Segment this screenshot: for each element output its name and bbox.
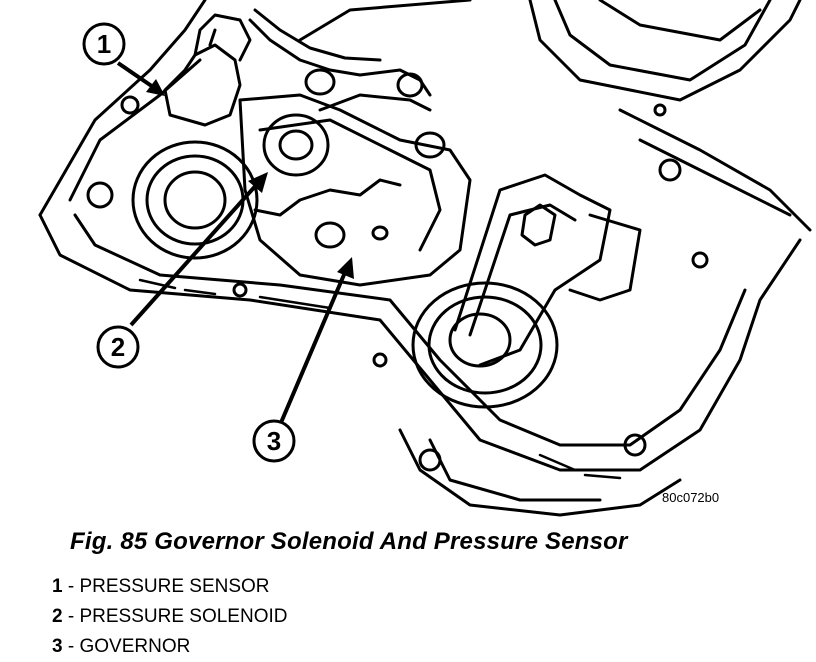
legend-item: 3 - GOVERNOR	[52, 632, 287, 662]
case-ribs	[138, 278, 622, 480]
callout-legend: 1 - PRESSURE SENSOR 2 - PRESSURE SOLENOI…	[52, 572, 287, 662]
pressure-sensor-connector	[163, 13, 252, 127]
case-bolt-holes	[86, 95, 709, 472]
legend-number: 2	[52, 606, 63, 627]
figure-caption: Fig. 85 Governor Solenoid And Pressure S…	[70, 528, 628, 555]
legend-separator: -	[62, 636, 80, 657]
legend-item: 1 - PRESSURE SENSOR	[52, 572, 287, 602]
legend-label: PRESSURE SOLENOID	[79, 606, 288, 627]
right-drum	[411, 281, 559, 409]
callout-number: 2	[111, 332, 125, 362]
leader-arrow-2	[129, 172, 268, 327]
legend-separator: -	[62, 576, 80, 597]
left-drum	[131, 140, 259, 260]
callout-1: 1	[82, 22, 126, 66]
legend-label: PRESSURE SENSOR	[79, 576, 270, 597]
callout-number: 1	[97, 29, 111, 59]
legend-number: 1	[52, 576, 63, 597]
governor-assembly-illustration: 1 2 3 80c072b0	[38, 0, 812, 517]
callout-2: 2	[96, 325, 140, 369]
upper-cover	[298, 0, 812, 232]
callout-number: 3	[267, 426, 281, 456]
leader-arrow-3	[278, 257, 354, 426]
leader-arrows	[116, 61, 354, 426]
legend-label: GOVERNOR	[79, 636, 191, 657]
callout-3: 3	[252, 419, 296, 463]
legend-separator: -	[62, 606, 80, 627]
support-bracket	[453, 173, 642, 367]
leader-arrow-1	[116, 61, 165, 96]
wiring-harness	[248, 8, 432, 98]
figure-code: 80c072b0	[662, 490, 719, 505]
legend-number: 3	[52, 636, 63, 657]
legend-item: 2 - PRESSURE SOLENOID	[52, 602, 287, 632]
pressure-solenoid	[262, 93, 432, 177]
